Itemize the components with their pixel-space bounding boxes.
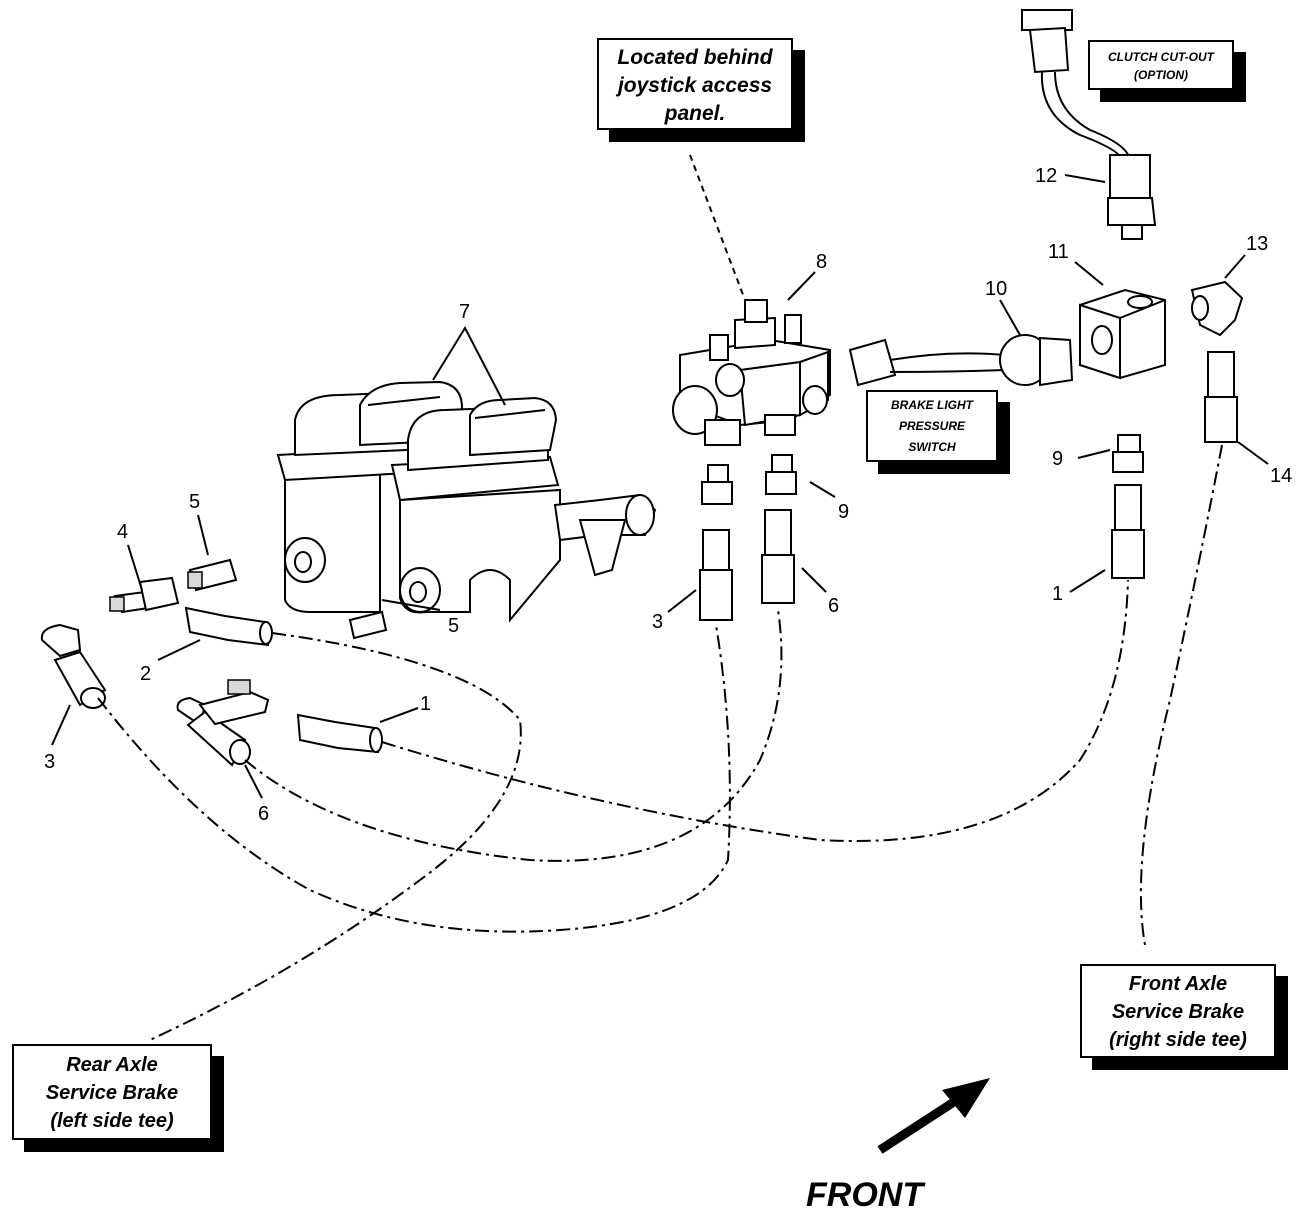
joystick-leader (689, 154, 746, 301)
part-number: 5 (189, 491, 200, 513)
front-axle-callout: Front Axle Service Brake (right side tee… (1080, 964, 1276, 1058)
brake-light-switch (848, 299, 1074, 387)
callout-line: panel. (664, 102, 726, 125)
part-number: 6 (258, 803, 269, 825)
clutch-cutout-callout: CLUTCH CUT-OUT (OPTION) (1088, 40, 1234, 90)
part-number: 3 (44, 751, 55, 773)
elbow-fitting (1190, 254, 1246, 337)
callout-line: BRAKE LIGHT (891, 398, 973, 412)
callout-line: Located behind (617, 46, 773, 69)
front-label: FRONT (806, 1176, 924, 1214)
callout-line: (OPTION) (1134, 68, 1188, 82)
brake-lines (97, 444, 1223, 1041)
front-arrow-icon (877, 1078, 990, 1154)
valve-fittings (701, 454, 836, 505)
valve-hoses (667, 509, 827, 621)
part-number: 10 (985, 278, 1007, 300)
part-number-labels: 1 2 3 4 5 6 7 8 9 10 11 12 13 14 3 6 9 1… (44, 165, 1292, 825)
part-number: 12 (1035, 165, 1057, 187)
part-number: 13 (1246, 233, 1268, 255)
part-number: 9 (838, 501, 849, 523)
joystick-panel-callout: Located behind joystick access panel. (597, 38, 793, 130)
right-fittings (1069, 351, 1269, 593)
callout-line: CLUTCH CUT-OUT (1108, 50, 1214, 64)
part-number: 8 (816, 251, 827, 273)
tee-block (1074, 261, 1166, 380)
part-number: 1 (1052, 583, 1063, 605)
rear-axle-callout: Rear Axle Service Brake (left side tee) (12, 1044, 212, 1140)
callout-line: Front Axle (1128, 973, 1228, 995)
part-number: 6 (828, 595, 839, 617)
callout-line: Service Brake (1111, 1001, 1245, 1023)
part-number: 7 (459, 301, 470, 323)
part-number: 5 (448, 615, 459, 637)
part-number: 3 (652, 611, 663, 633)
callout-line: Service Brake (45, 1082, 179, 1104)
brake-light-switch-callout: BRAKE LIGHT PRESSURE SWITCH (866, 390, 998, 462)
part-number: 1 (420, 693, 431, 715)
part-number: 4 (117, 521, 128, 543)
callout-line: Rear Axle (66, 1054, 158, 1076)
callout-line: PRESSURE (898, 419, 966, 433)
callout-line: (left side tee) (50, 1110, 174, 1132)
part-number: 14 (1270, 465, 1292, 487)
master-cylinder-assembly (276, 325, 657, 623)
part-number: 11 (1048, 241, 1069, 263)
callout-line: (right side tee) (1109, 1029, 1247, 1051)
left-fittings (40, 514, 441, 799)
callout-line: SWITCH (908, 440, 956, 454)
brake-valve-block (672, 271, 831, 446)
part-number: 9 (1052, 448, 1063, 470)
callout-line: joystick access (617, 74, 773, 97)
clutch-cutout-switch (1021, 9, 1157, 240)
part-number: 2 (140, 663, 151, 685)
